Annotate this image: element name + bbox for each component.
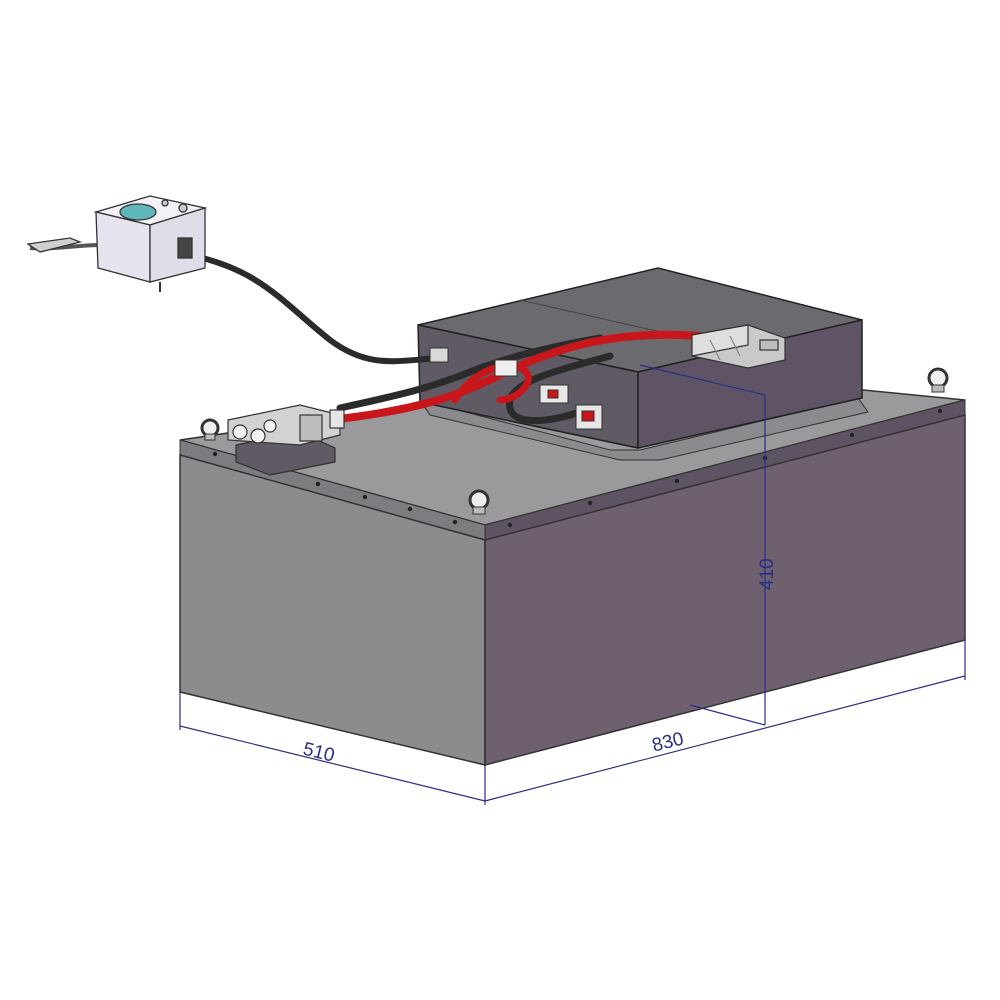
width-dimension-label: 510 [301,739,337,767]
length-dimension-line [484,675,966,802]
red-cable [451,362,532,404]
width-dimension-line [179,725,486,802]
remote-controller-icon [26,195,208,292]
module-side [637,319,863,449]
controller-button [119,203,157,221]
dimension-lines [179,364,966,805]
length-dimension-label: 830 [650,728,686,756]
height-dimension-label: 410 [757,558,778,590]
controller-cable [187,252,443,365]
terminal-blocks [429,347,603,430]
eye-bolt-icon [200,418,220,441]
black-cable [336,334,604,412]
power-connector-icon [227,404,345,476]
power-connector-icon [691,324,786,369]
controller-front [95,211,151,283]
cables [187,252,704,425]
eye-bolt-icon [927,367,949,393]
eye-bolt-icon [468,489,490,515]
